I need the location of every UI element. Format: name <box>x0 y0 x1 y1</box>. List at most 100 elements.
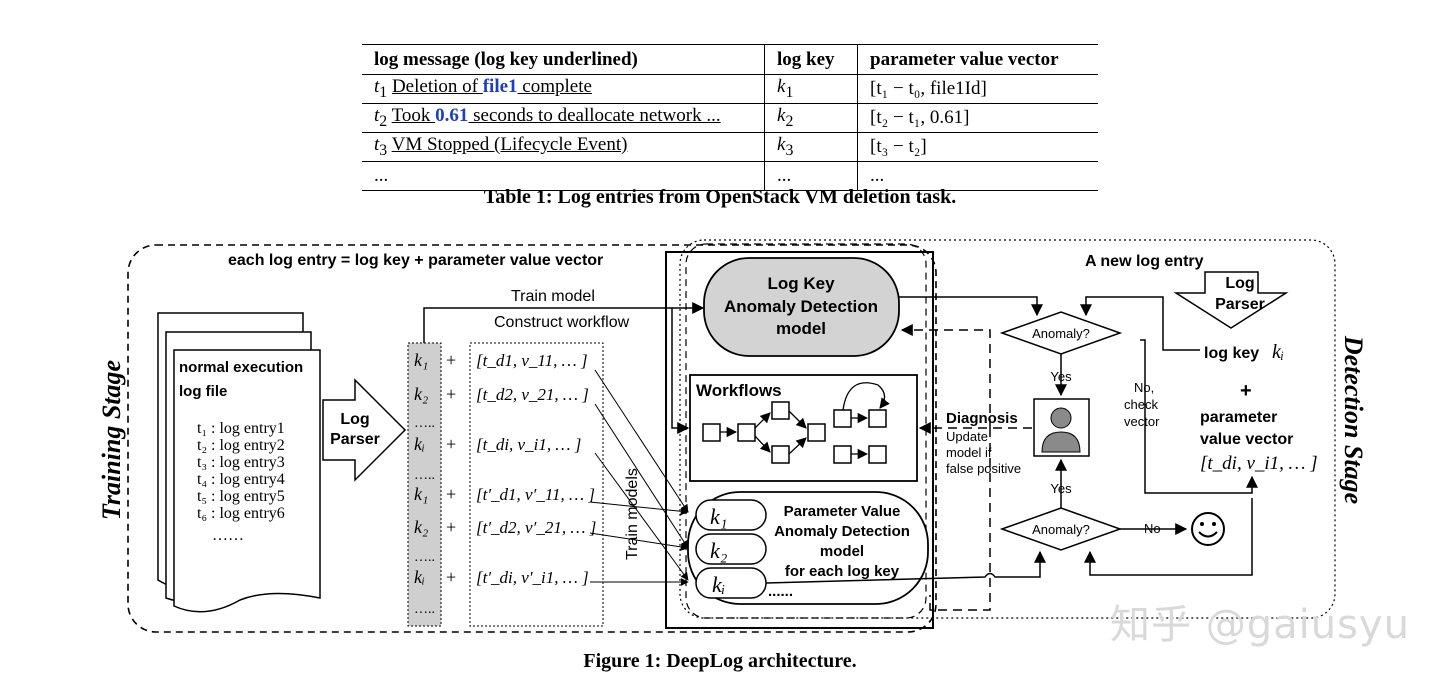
header-log-message: log message (log key underlined) <box>362 44 765 75</box>
plus-sign: + <box>446 517 456 537</box>
ellipsis-cell: ... <box>362 161 765 191</box>
plus-big: + <box>1240 380 1252 402</box>
pv-model-label: model <box>820 543 864 560</box>
yes-label: Yes <box>1050 369 1072 384</box>
list-item: [t_d2, v_21, … ] <box>476 385 589 404</box>
log-parser-label: Parser <box>330 431 380 448</box>
log-message-cell: t3 VM Stopped (Lifecycle Event) <box>362 132 765 162</box>
list-item: k₂ <box>414 384 428 404</box>
list-item: kᵢ <box>414 434 425 454</box>
new-entry-label: A new log entry <box>1085 253 1204 270</box>
pvv-label: parameter <box>1200 409 1277 426</box>
top-label: each log entry = log key + parameter val… <box>228 252 603 269</box>
pv-model-label: for each log key <box>785 563 900 580</box>
list-item: [t_di, v_i1, … ] <box>476 435 581 454</box>
detection-parser-label: Parser <box>1215 296 1265 313</box>
user-body-icon <box>1041 431 1081 453</box>
log-file-icon <box>157 312 321 613</box>
list-item: [t′_d2, v′_21, … ] <box>476 518 596 537</box>
pv-model-label: Parameter Value <box>784 503 901 520</box>
anomaly-diamond-top <box>999 311 1123 355</box>
detection-parser-label: Log <box>1225 275 1254 292</box>
log-key-model-label: Log Key <box>767 274 835 293</box>
log-key-symbol: kᵢ <box>1272 341 1284 363</box>
pvv-label: value vector <box>1200 431 1293 448</box>
table-caption: Table 1: Log entries from OpenStack VM d… <box>483 186 957 208</box>
plus-signs: + + + + + + <box>446 350 456 587</box>
list-item: t₅ : log entry5 <box>197 488 285 505</box>
pvv-vector: [t_di, v_i1, … ] <box>1200 453 1318 474</box>
header-log-key: log key <box>764 44 858 75</box>
ellipsis-cell: ... <box>764 161 858 191</box>
log-key-model-label: Anomaly Detection <box>724 297 878 316</box>
list-item: ….. <box>414 602 435 617</box>
list-item: t₂ : log entry2 <box>197 437 285 454</box>
list-item: t₆ : log entry6 <box>197 505 285 522</box>
no-check-label: vector <box>1124 414 1160 429</box>
feedback-arrows <box>900 324 1032 611</box>
update-label: Update <box>946 429 988 444</box>
list-item: kᵢ <box>414 567 425 587</box>
models-box <box>665 251 934 629</box>
vector-list: [t_d1, v_11, … ] [t_d2, v_21, … ] [t_di,… <box>476 351 596 587</box>
model-key-k2: k₂ <box>710 538 728 563</box>
user-head-icon <box>1050 407 1072 429</box>
log-entries-table: log message (log key underlined) log key… <box>362 44 1098 191</box>
ellipsis-cell: ... <box>857 161 1098 191</box>
table-1: log message (log key underlined) log key… <box>362 44 1098 191</box>
list-item: [t′_d1, v′_11, … ] <box>476 485 595 504</box>
yes-label: Yes <box>1050 481 1072 496</box>
model-key-ki: kᵢ <box>712 572 725 597</box>
list-item: t₄ : log entry4 <box>197 471 285 488</box>
no-check-label: No, <box>1134 380 1154 395</box>
list-item: ….. <box>414 416 435 431</box>
train-model-lines <box>589 369 689 586</box>
table-row: t3 VM Stopped (Lifecycle Event) k3 [t₃ −… <box>362 132 1098 162</box>
log-entries-list: t₁ : log entry1 t₂ : log entry2 t₃ : log… <box>197 420 285 544</box>
log-key-cell: k3 <box>764 132 858 162</box>
file-title: log file <box>179 383 227 400</box>
table-row: t1 Deletion of file1 complete k1 [t₁ − t… <box>362 74 1098 104</box>
key-k1-box <box>695 499 767 531</box>
training-stage-boundary <box>127 244 937 633</box>
log-parser-arrow <box>322 378 407 482</box>
header-parameter-vector: parameter value vector <box>857 44 1098 75</box>
log-message-cell: t1 Deletion of file1 complete <box>374 76 592 101</box>
list-item: …… <box>212 527 244 544</box>
list-item: k₂ <box>414 517 428 537</box>
log-key-model-label: model <box>776 319 826 338</box>
detection-stage-label: Detection Stage <box>1339 335 1368 504</box>
list-item: t₁ : log entry1 <box>197 420 285 437</box>
update-label: false positive <box>946 461 1021 476</box>
plus-sign: + <box>446 567 456 587</box>
list-item: ….. <box>414 468 435 483</box>
workflows-label: Workflows <box>696 381 782 400</box>
log-key-cell: k2 <box>764 103 858 133</box>
pv-model-label: Anomaly Detection <box>774 523 910 540</box>
smiley-icon <box>1191 512 1225 546</box>
train-model-label: Train model <box>511 288 595 305</box>
plus-sign: + <box>446 350 456 370</box>
train-model-arrow <box>423 302 705 343</box>
parameter-vector-cell: [t₂ − t₁, 0.61] <box>857 103 1098 133</box>
parameter-vector-cell: [t₃ − t₂] <box>857 132 1098 162</box>
plus-sign: + <box>446 484 456 504</box>
parameter-vector-cell: [t₁ − t₀, file1Id] <box>857 74 1098 104</box>
table-row: ... ... ... <box>362 161 1098 191</box>
workflow-edges <box>720 382 890 460</box>
log-key-column <box>407 342 442 627</box>
key-k2-box <box>695 533 767 565</box>
construct-workflow-label: Construct workflow <box>494 314 630 331</box>
list-item: ….. <box>414 550 435 565</box>
list-item: k₁ <box>414 350 428 370</box>
pv-model-dots: ...... <box>768 583 793 600</box>
list-item: [t_d1, v_11, … ] <box>476 351 588 370</box>
figure-caption: Figure 1: DeepLog architecture. <box>583 650 857 672</box>
train-models-label: Train models <box>624 468 641 560</box>
log-parser-label: Log <box>340 411 369 428</box>
log-key-cell: k1 <box>764 74 858 104</box>
plus-sign: + <box>446 384 456 404</box>
detection-log-parser <box>1173 271 1289 329</box>
update-label: model if <box>946 445 992 460</box>
